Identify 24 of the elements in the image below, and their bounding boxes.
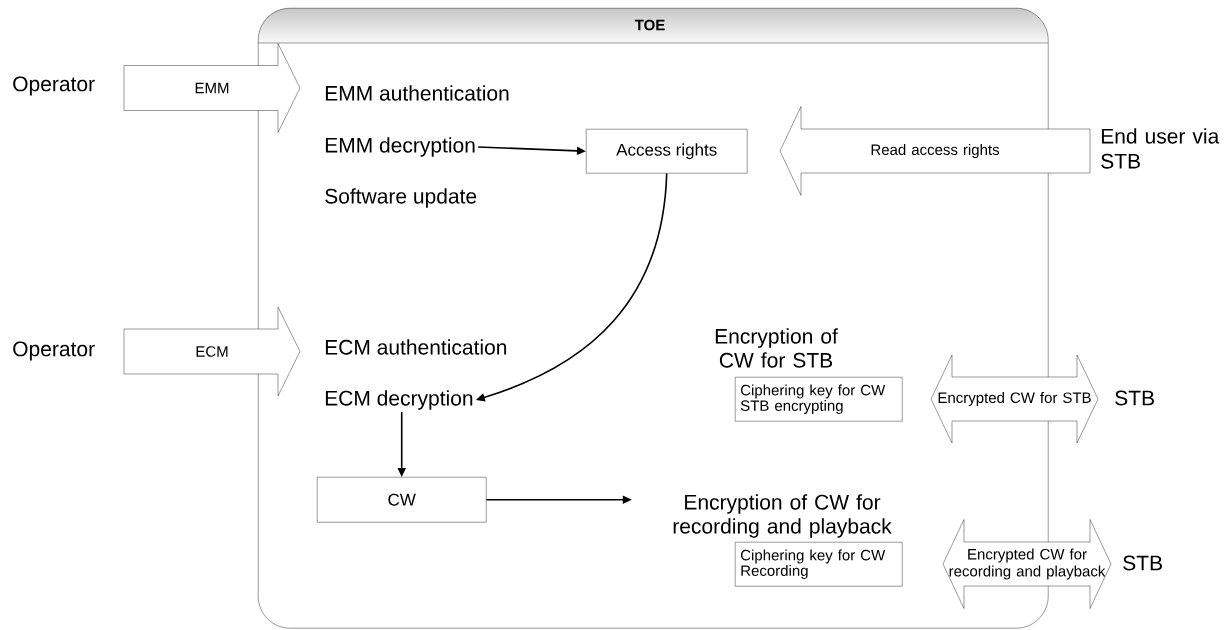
bare-text: EMM authentication bbox=[325, 85, 509, 101]
box-heading: Encryption of CW for STB bbox=[715, 328, 838, 368]
bare-text: End user via STB bbox=[1101, 128, 1220, 169]
box-heading: Encryption of CW for recording and playback bbox=[673, 494, 892, 538]
bare-text: STB bbox=[1115, 390, 1154, 406]
key-box: Ciphering key for CW Recording bbox=[735, 542, 903, 587]
bare-text: ECM decryption bbox=[325, 390, 473, 410]
block-arrow bbox=[942, 519, 1112, 609]
block-arrow bbox=[123, 306, 301, 397]
edge-label: ECM bbox=[196, 346, 228, 357]
block-arrow bbox=[779, 106, 1091, 196]
bare-text: Operator bbox=[13, 341, 95, 361]
process-box: Access rights bbox=[586, 129, 748, 174]
edge-label: EMM bbox=[195, 82, 229, 94]
bare-text: EMM decryption bbox=[325, 137, 475, 157]
bare-text: STB bbox=[1123, 555, 1162, 571]
edge-label: Read access rights bbox=[871, 144, 1000, 158]
block-arrow bbox=[123, 43, 301, 133]
bare-text: ECM authentication bbox=[325, 339, 507, 355]
bare-text: Operator bbox=[13, 76, 95, 96]
process-box: CW bbox=[317, 477, 487, 523]
bare-text: Software update bbox=[325, 188, 477, 208]
block-arrow bbox=[930, 354, 1099, 444]
key-box: Ciphering key for CW STB encrypting bbox=[735, 377, 903, 422]
